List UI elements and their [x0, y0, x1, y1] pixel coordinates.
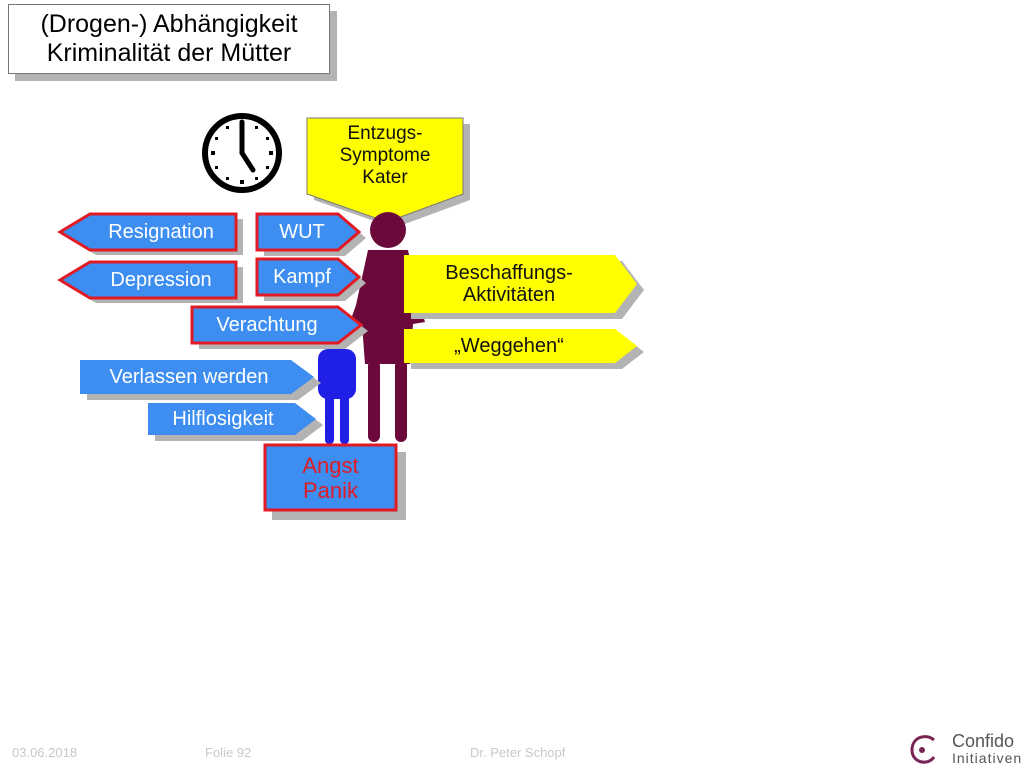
confido-logo-text: Confido Initiativen	[952, 731, 1023, 767]
tag-weggehen	[404, 329, 644, 369]
footer-slide-number: Folie 92	[205, 745, 252, 760]
tag-kampf	[255, 257, 366, 301]
tag-wut	[255, 212, 366, 256]
callout-balloon	[306, 117, 470, 228]
logo-line-1: Confido	[952, 731, 1015, 751]
footer-author: Dr. Peter Schopf	[470, 745, 566, 760]
title-line-2: Kriminalität der Mütter	[46, 39, 292, 67]
title-line-1: (Drogen-) Abhängigkeit	[40, 10, 298, 38]
tag-verlassen	[80, 360, 321, 400]
angst-box	[263, 443, 406, 520]
page-title: (Drogen-) Abhängigkeit Kriminalität der …	[8, 4, 330, 74]
tag-verachtung	[190, 305, 368, 349]
clock-icon	[202, 113, 282, 193]
footer-date: 03.06.2018	[12, 745, 78, 760]
tag-beschaffung	[404, 255, 644, 319]
tag-hilflosigkeit	[148, 403, 323, 441]
logo-line-2: Initiativen	[952, 750, 1023, 766]
tag-resignation	[57, 212, 243, 255]
tag-depression	[57, 260, 243, 303]
child-figure-icon	[318, 349, 356, 444]
confido-logo-icon	[910, 735, 936, 764]
